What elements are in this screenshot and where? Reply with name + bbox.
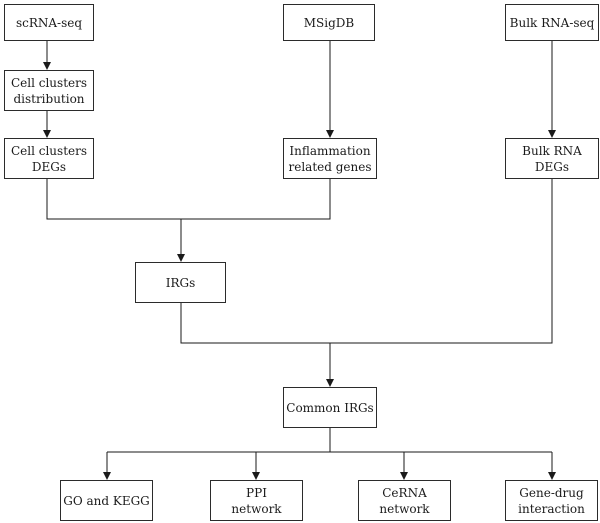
bulk-rna-seq-label: Bulk RNA-seq <box>509 15 595 30</box>
ppi-network-node: PPI network <box>210 480 303 521</box>
edge-merge-to-irgs <box>46 179 331 220</box>
ppi-network-label-line1: PPI <box>246 485 267 500</box>
inflammation-related-genes-label-line2: related genes <box>288 159 372 174</box>
bulk-rna-degs-label-line1: Bulk RNA <box>522 143 582 158</box>
cell-clusters-degs-node: Cell clusters DEGs <box>4 138 94 179</box>
irgs-node: IRGs <box>135 262 226 303</box>
gene-drug-interaction-node: Gene-drug interaction <box>505 480 598 521</box>
msigdb-node: MSigDB <box>283 4 375 41</box>
ppi-network-label-line2: network <box>231 501 282 516</box>
cell-clusters-distribution-node: Cell clusters distribution <box>4 70 94 111</box>
msigdb-label: MSigDB <box>303 15 355 30</box>
gene-drug-interaction-label-line2: interaction <box>518 501 585 516</box>
scrna-seq-node: scRNA-seq <box>4 4 94 41</box>
cerna-network-node: CeRNA network <box>358 480 451 521</box>
inflammation-related-genes-node: Inflammation related genes <box>283 138 377 179</box>
irgs-label: IRGs <box>165 275 196 290</box>
cerna-network-label-line2: network <box>379 501 430 516</box>
cell-clusters-distribution-label-line2: distribution <box>13 91 85 106</box>
cell-clusters-degs-label-line1: Cell clusters <box>10 143 88 158</box>
edge-merge-to-common <box>180 179 553 344</box>
bulk-rna-degs-label-line2: DEGs <box>534 159 570 174</box>
bulk-rna-seq-node: Bulk RNA-seq <box>505 4 599 41</box>
common-irgs-node: Common IRGs <box>283 387 377 428</box>
scrna-seq-label: scRNA-seq <box>15 15 83 30</box>
inflammation-related-genes-label-line1: Inflammation <box>289 143 371 158</box>
go-and-kegg-node: GO and KEGG <box>60 480 153 521</box>
go-and-kegg-label: GO and KEGG <box>63 493 150 508</box>
gene-drug-interaction-label-line1: Gene-drug <box>519 485 584 500</box>
common-irgs-label: Common IRGs <box>286 400 374 415</box>
cell-clusters-degs-label-line2: DEGs <box>31 159 67 174</box>
cerna-network-label-line1: CeRNA <box>382 485 427 500</box>
cell-clusters-distribution-label-line1: Cell clusters <box>10 75 88 90</box>
bulk-rna-degs-node: Bulk RNA DEGs <box>505 138 599 179</box>
